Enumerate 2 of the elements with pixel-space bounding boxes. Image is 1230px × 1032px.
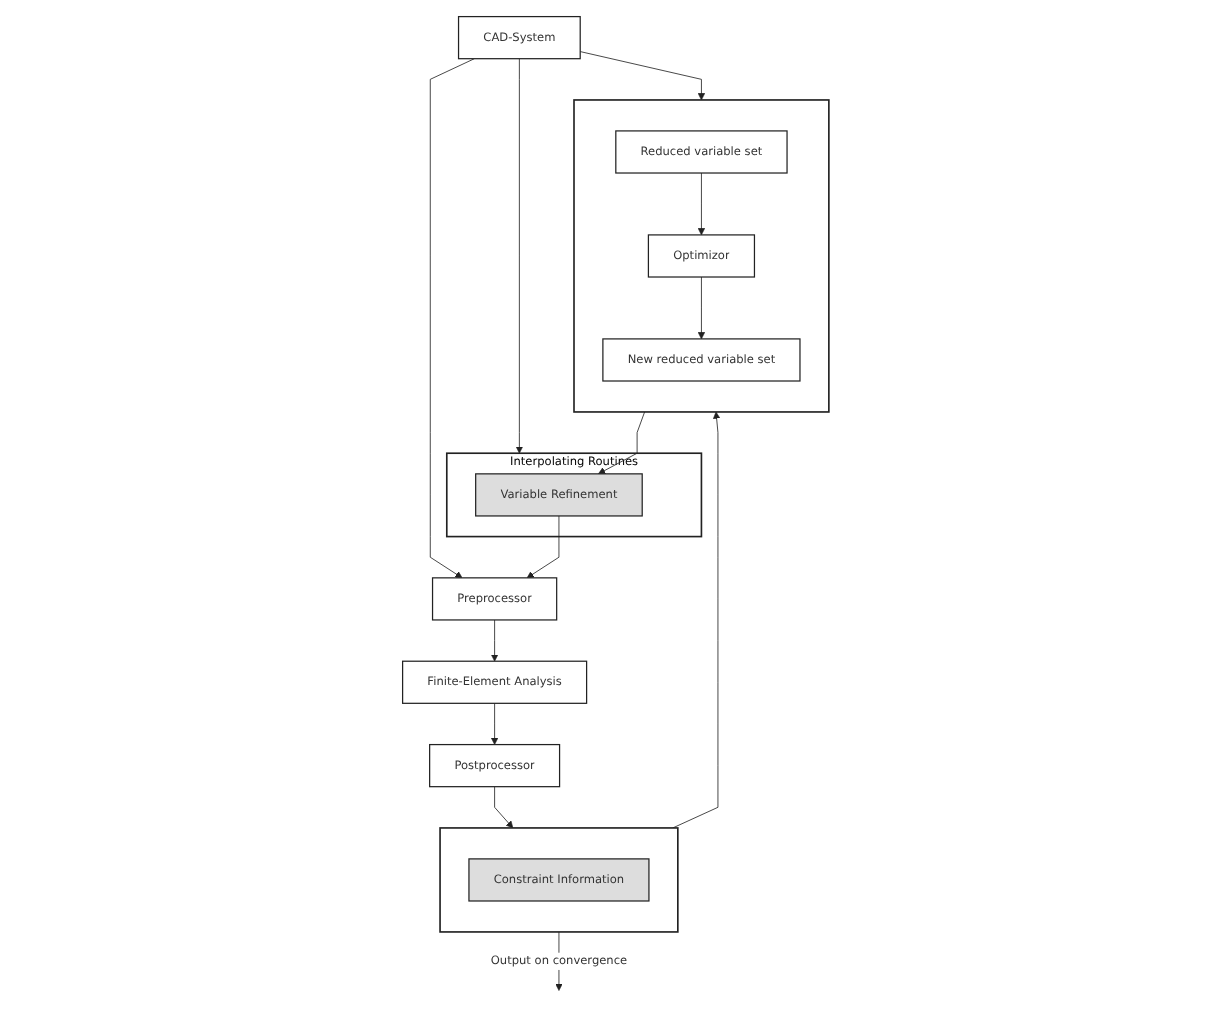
cluster xyxy=(438,827,678,933)
cluster xyxy=(572,99,829,413)
